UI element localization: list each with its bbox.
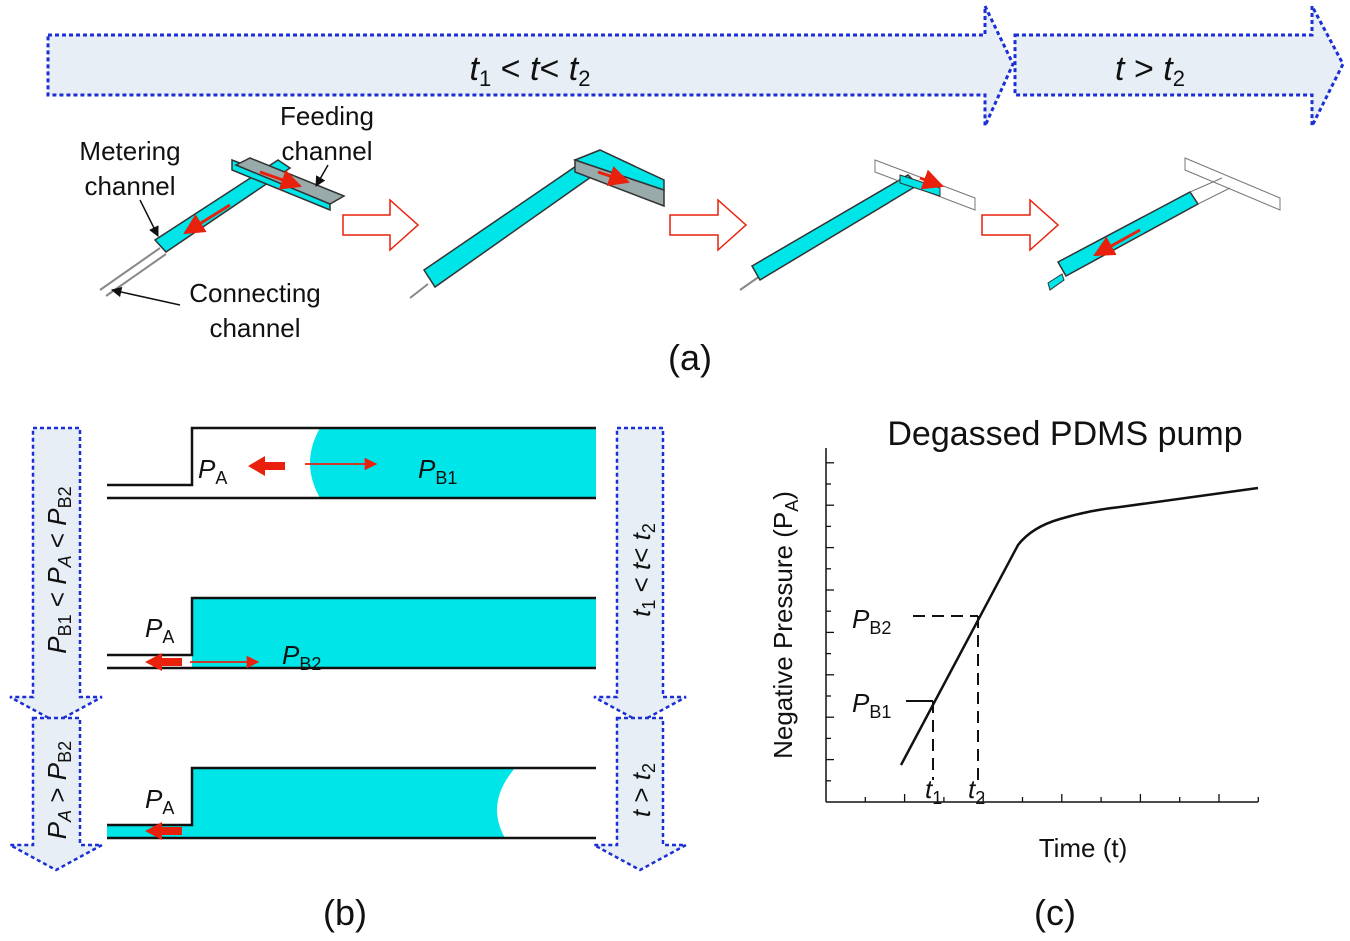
timeline-label-phase1: t1 < t< t2	[470, 50, 591, 91]
label-t2: t2	[968, 774, 985, 808]
metering-pointer	[139, 199, 159, 237]
chart-axes	[825, 448, 1259, 803]
chart-title: Degassed PDMS pump	[887, 415, 1242, 453]
device-stage-2	[409, 149, 665, 299]
label-left-bottom: PA > PB2	[42, 741, 75, 839]
caption-a: (a)	[668, 337, 712, 378]
vertical-arrow-left-top: PB1 < PA < PB2	[9, 426, 103, 724]
channel-row-1: PA PB1	[107, 426, 596, 500]
device-stage-1	[99, 157, 346, 297]
stage-arrow-3	[981, 198, 1060, 252]
label-pb1: PB1	[852, 688, 891, 722]
label-metering-line2: channel	[84, 171, 175, 201]
timeline-label-phase2: t > t2	[1115, 50, 1185, 91]
channel-row-3: PA	[107, 766, 596, 840]
label-metering-line1: Metering	[79, 136, 180, 166]
label-right-top: t1 < t< t2	[626, 523, 659, 617]
label-feeding-line2: channel	[281, 136, 372, 166]
label-left-top: PB1 < PA < PB2	[42, 486, 75, 653]
pb2-guide	[913, 615, 979, 780]
vertical-arrow-right-bottom: t > t2	[593, 716, 687, 872]
timeline-arrow-phase2: t > t2	[1013, 5, 1345, 127]
row3-pa: PA	[145, 784, 174, 818]
device-stage-3	[739, 159, 976, 291]
pressure-curve	[899, 486, 1259, 766]
feeding-pointer	[315, 164, 329, 187]
label-pb2: PB2	[852, 604, 891, 638]
row1-pa: PA	[198, 454, 227, 488]
label-right-bottom: t > t2	[626, 763, 659, 817]
row2-pb: PB2	[282, 640, 321, 674]
chart-xlabel: Time (t)	[1039, 833, 1128, 863]
label-t1: t1	[925, 774, 942, 808]
chart-ylabel: Negative Pressure (PA)	[768, 491, 802, 759]
pb1-guide	[906, 700, 934, 780]
timeline-arrow-phase1: t1 < t< t2	[46, 5, 1015, 127]
caption-c: (c)	[1034, 892, 1076, 933]
label-feeding-line1: Feeding	[280, 101, 374, 131]
vertical-arrow-right-top: t1 < t< t2	[593, 426, 687, 724]
label-connecting-line2: channel	[209, 313, 300, 343]
stage-arrow-1	[342, 198, 420, 252]
stage-arrow-2	[669, 198, 748, 252]
vertical-arrow-left-bottom: PA > PB2	[9, 716, 103, 872]
device-stage-4	[1047, 157, 1281, 291]
channel-row-2: PA PB2	[107, 596, 596, 674]
row1-pb: PB1	[418, 454, 457, 488]
connecting-pointer	[110, 286, 181, 306]
caption-b: (b)	[323, 892, 367, 933]
row2-pa: PA	[145, 613, 174, 647]
label-connecting-line1: Connecting	[189, 278, 321, 308]
